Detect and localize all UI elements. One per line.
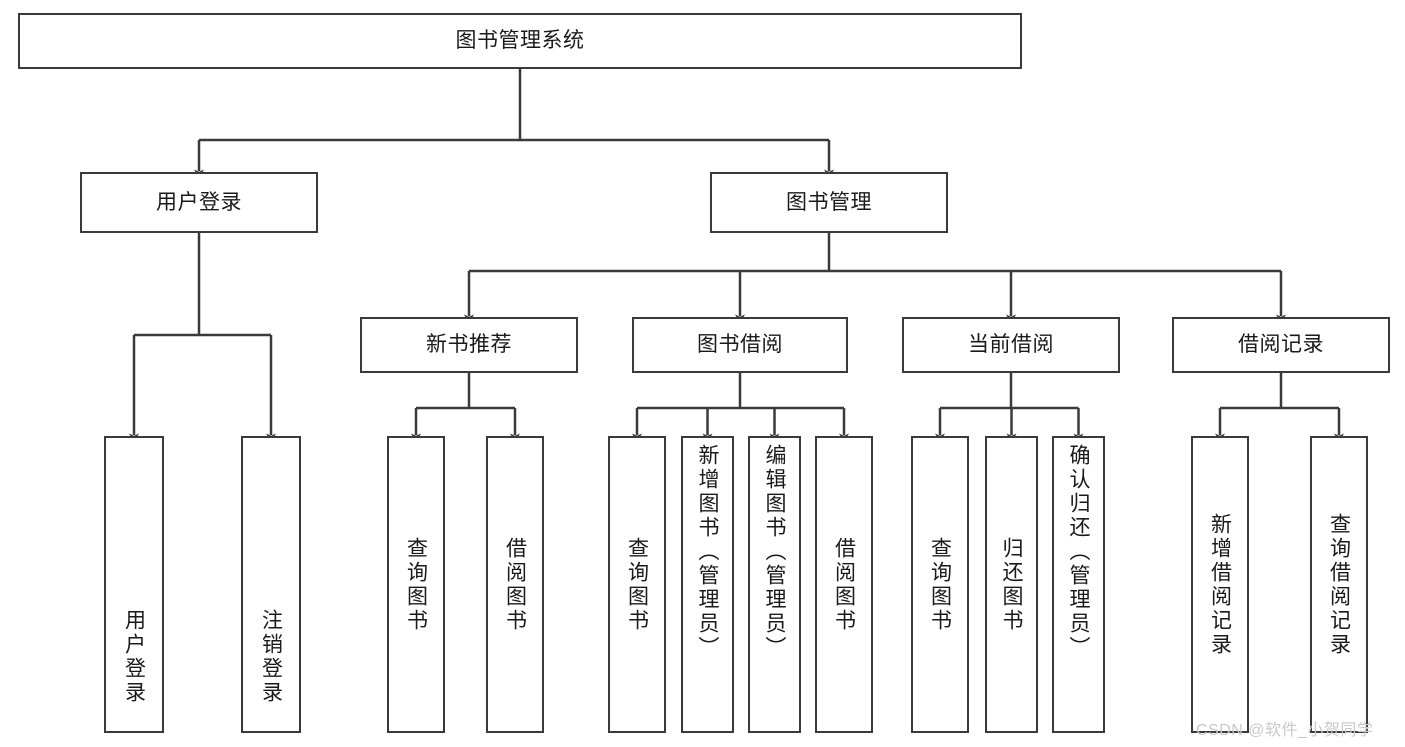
node-leaf-bo-query[interactable]: 查询图书 [608, 436, 666, 733]
node-leaf-bo-add[interactable]: 新增图书（管理员） [681, 436, 734, 733]
node-label: 借阅记录 [1238, 333, 1324, 357]
node-label: 用户登录 [156, 190, 242, 214]
node-leaf-nb-borrow[interactable]: 借阅图书 [486, 436, 544, 733]
node-label: 当前借阅 [968, 333, 1054, 357]
node-label: 查询图书 [625, 536, 649, 633]
node-label: 新增借阅记录 [1208, 512, 1232, 657]
node-label: 确认归还（管理员） [1067, 444, 1090, 660]
node-label: 归还图书 [1000, 536, 1023, 633]
node-label: 编辑图书（管理员） [763, 444, 786, 660]
node-bookmgmt[interactable]: 图书管理 [710, 172, 948, 233]
node-leaf-cu-return[interactable]: 归还图书 [985, 436, 1038, 733]
node-leaf-bo-lend[interactable]: 借阅图书 [815, 436, 873, 733]
node-label: 查询图书 [928, 536, 952, 633]
node-label: 图书管理系统 [455, 29, 585, 53]
node-leaf-user-logout[interactable]: 注销登录 [241, 436, 301, 733]
node-label: 图书管理 [786, 190, 872, 214]
node-login[interactable]: 用户登录 [80, 172, 318, 233]
node-leaf-cu-confirm[interactable]: 确认归还（管理员） [1052, 436, 1105, 733]
node-root[interactable]: 图书管理系统 [18, 13, 1022, 69]
node-leaf-user-login[interactable]: 用户登录 [104, 436, 164, 733]
node-borrow[interactable]: 图书借阅 [632, 317, 848, 373]
node-records[interactable]: 借阅记录 [1172, 317, 1390, 373]
node-leaf-cu-query[interactable]: 查询图书 [911, 436, 969, 733]
node-label: 查询图书 [404, 536, 428, 633]
watermark-text: CSDN @软件_小贺同学 [1196, 722, 1374, 739]
node-newbook[interactable]: 新书推荐 [360, 317, 578, 373]
node-label: 图书借阅 [697, 333, 783, 357]
node-leaf-re-query[interactable]: 查询借阅记录 [1310, 436, 1368, 733]
node-label: 新书推荐 [426, 333, 512, 357]
node-label: 新增图书（管理员） [696, 444, 719, 660]
node-label: 借阅图书 [832, 536, 856, 633]
node-label: 查询借阅记录 [1327, 512, 1351, 657]
node-current[interactable]: 当前借阅 [902, 317, 1120, 373]
node-label: 用户登录 [122, 609, 146, 705]
node-label: 注销登录 [259, 609, 283, 705]
node-leaf-bo-edit[interactable]: 编辑图书（管理员） [748, 436, 801, 733]
edge-lines [129, 69, 1344, 443]
node-leaf-nb-query[interactable]: 查询图书 [387, 436, 445, 733]
node-label: 借阅图书 [503, 536, 527, 633]
node-leaf-re-add[interactable]: 新增借阅记录 [1191, 436, 1249, 733]
